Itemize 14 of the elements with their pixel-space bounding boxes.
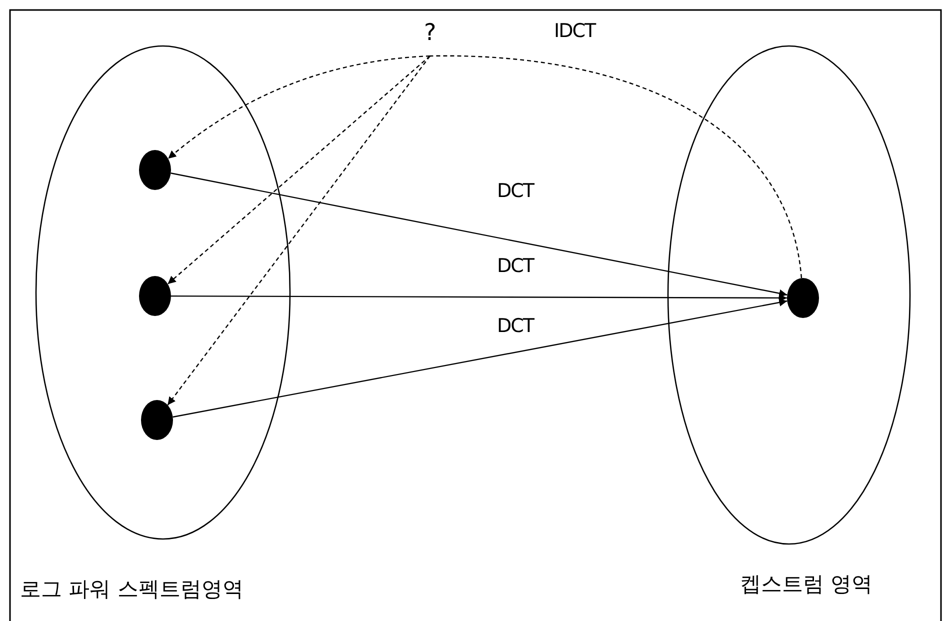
arrow bbox=[172, 298, 788, 418]
region-label: 로그 파워 스펙트럼영역 bbox=[20, 576, 244, 603]
dot bbox=[141, 400, 173, 440]
region-label: 켑스트럼 영역 bbox=[740, 571, 873, 598]
arrow bbox=[167, 56, 430, 284]
arrow bbox=[168, 55, 430, 160]
connector-line bbox=[430, 55, 802, 278]
arrow bbox=[167, 56, 430, 406]
arrow bbox=[170, 172, 788, 298]
dot bbox=[787, 278, 819, 318]
dot bbox=[139, 276, 171, 316]
dot bbox=[139, 150, 171, 190]
question-mark: ? bbox=[424, 20, 436, 46]
arrow bbox=[171, 294, 787, 302]
